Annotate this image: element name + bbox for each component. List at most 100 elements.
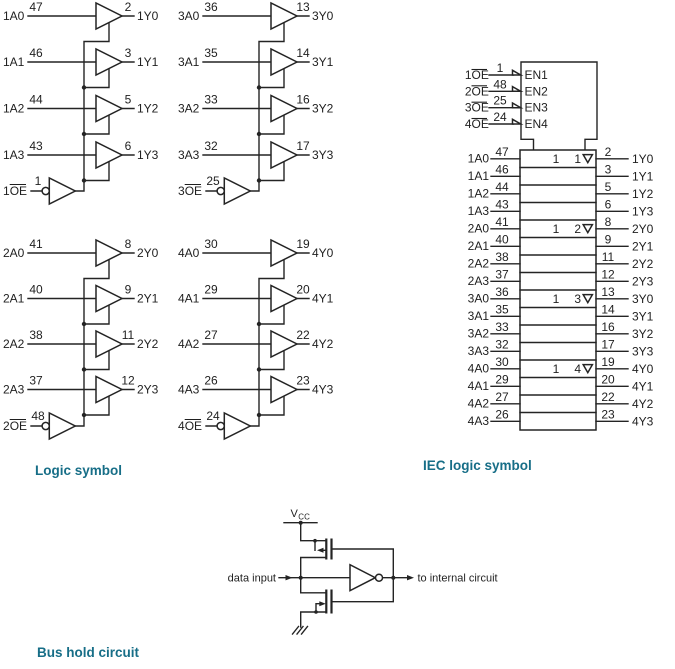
en-dependency-label: 2 (574, 222, 581, 236)
buffer-triangle-icon (95, 1, 124, 31)
oe-label-overlined: OE (472, 68, 489, 82)
iec-logic-symbol-diagram: 1 OE 1 EN1 2 OE 48 EN2 3 OE 25 EN3 4 OE … (465, 61, 654, 431)
input-label: 1A2 (468, 186, 490, 200)
output-pin: 13 (296, 0, 310, 14)
buffer-triangle-icon (95, 94, 124, 123)
output-label: 1Y0 (632, 152, 654, 166)
input-pin: 27 (495, 390, 509, 404)
input-pin: 32 (204, 139, 218, 153)
output-arrow-icon (407, 575, 414, 581)
bus-hold-circuit-diagram: V CC data input to internal circuit (228, 508, 498, 635)
input-pin: 35 (495, 302, 509, 316)
output-label: 3Y3 (312, 148, 334, 162)
input-pin: 32 (495, 337, 509, 351)
input-label: 1A1 (3, 55, 25, 69)
oe-label-overlined: OE (472, 101, 489, 115)
output-pin: 17 (601, 337, 615, 351)
input-label: 4A3 (178, 383, 200, 397)
output-pin: 19 (296, 237, 310, 251)
input-pin: 47 (495, 145, 509, 159)
input-label: 3A3 (468, 344, 490, 358)
input-label: 1A0 (3, 9, 25, 23)
wires (278, 522, 412, 628)
output-pin: 12 (121, 374, 135, 388)
input-pin: 33 (495, 320, 509, 334)
output-label: 4Y1 (632, 379, 654, 393)
buffer-triangle-icon (95, 140, 124, 170)
input-pin: 37 (29, 374, 43, 388)
output-pin: 8 (605, 215, 612, 229)
output-label: 2Y1 (137, 292, 159, 306)
input-pin: 27 (204, 328, 218, 342)
input-label: 2A2 (468, 256, 490, 270)
input-label: 2A0 (468, 221, 490, 235)
output-label: 1Y1 (632, 169, 654, 183)
oe-label: 2 (465, 84, 472, 98)
output-pin: 8 (125, 237, 132, 251)
output-label: 2Y3 (632, 274, 654, 288)
inversion-bubble-icon (374, 573, 384, 582)
oe-inverter-triangle-icon (48, 176, 77, 206)
output-pin: 12 (601, 267, 615, 281)
input-label: 3A0 (468, 291, 490, 305)
output-pin: 3 (605, 162, 612, 176)
input-pin: 40 (495, 232, 509, 246)
en-label: EN2 (525, 84, 549, 98)
three-state-output-icon (581, 293, 594, 305)
input-label: 4A1 (178, 292, 200, 306)
output-label: 4Y0 (632, 362, 654, 376)
buffer-triangle-icon (270, 329, 299, 359)
wires (202, 15, 310, 192)
en-dependency-label: 3 (574, 292, 581, 306)
output-label: 4Y2 (632, 397, 654, 411)
output-pin: 13 (601, 285, 615, 299)
input-label: 1A1 (468, 169, 490, 183)
input-label: 2A0 (3, 246, 25, 260)
three-state-output-icon (581, 153, 594, 165)
output-pin: 6 (605, 197, 612, 211)
input-pin: 47 (29, 0, 43, 14)
oe-pin: 24 (206, 409, 220, 423)
output-pin: 16 (601, 320, 615, 334)
pmos-transistor-icon (325, 538, 333, 560)
ground-icon (291, 625, 309, 635)
output-label: 1Y3 (632, 204, 654, 218)
input-pin: 33 (204, 93, 218, 107)
output-label: 4Y0 (312, 246, 334, 260)
output-label: 3Y2 (632, 327, 654, 341)
input-pin: 30 (204, 237, 218, 251)
input-label: 1A2 (3, 102, 25, 116)
output-pin: 20 (296, 283, 310, 297)
logic-group-1: 1A0 47 2 1Y0 1A1 46 3 1Y1 1A2 44 5 1Y2 1… (3, 0, 159, 206)
input-label: 1A0 (468, 151, 490, 165)
oe-pin: 25 (206, 174, 220, 188)
buffer-triangle-icon (95, 375, 124, 404)
input-label: 2A1 (3, 292, 25, 306)
row-dividers (519, 166, 597, 414)
logic-group-4: 4A0 30 19 4Y0 4A1 29 20 4Y1 4A2 27 22 4Y… (178, 237, 334, 441)
output-pin: 9 (125, 283, 132, 297)
function-label: 1 (553, 222, 560, 236)
oe-label: 4 (178, 419, 185, 433)
input-pin: 46 (29, 46, 43, 60)
oe-label: 3 (178, 184, 185, 198)
output-label: 1Y3 (137, 148, 159, 162)
buffer-triangle-icon (95, 238, 124, 268)
inversion-bubble-icon (216, 186, 226, 196)
output-pin: 3 (125, 46, 132, 60)
logic-symbol-caption: Logic symbol (35, 463, 123, 478)
output-label: 2Y1 (632, 239, 654, 253)
oe-pin: 48 (31, 409, 45, 423)
buffer-triangle-icon (270, 238, 299, 268)
iec-frame (519, 61, 598, 431)
bulk-arrow-icon (317, 547, 324, 553)
output-label: 4Y2 (312, 337, 334, 351)
input-pin: 26 (204, 374, 218, 388)
nmos-transistor-icon (325, 589, 333, 614)
buffer-triangle-icon (270, 284, 299, 313)
input-label: 4A2 (468, 396, 490, 410)
oe-pin: 24 (493, 110, 507, 124)
wires (202, 252, 310, 427)
logic-symbol-diagram: 1A0 47 2 1Y0 1A1 46 3 1Y1 1A2 44 5 1Y2 1… (3, 0, 334, 441)
data-input-label: data input (228, 573, 276, 585)
